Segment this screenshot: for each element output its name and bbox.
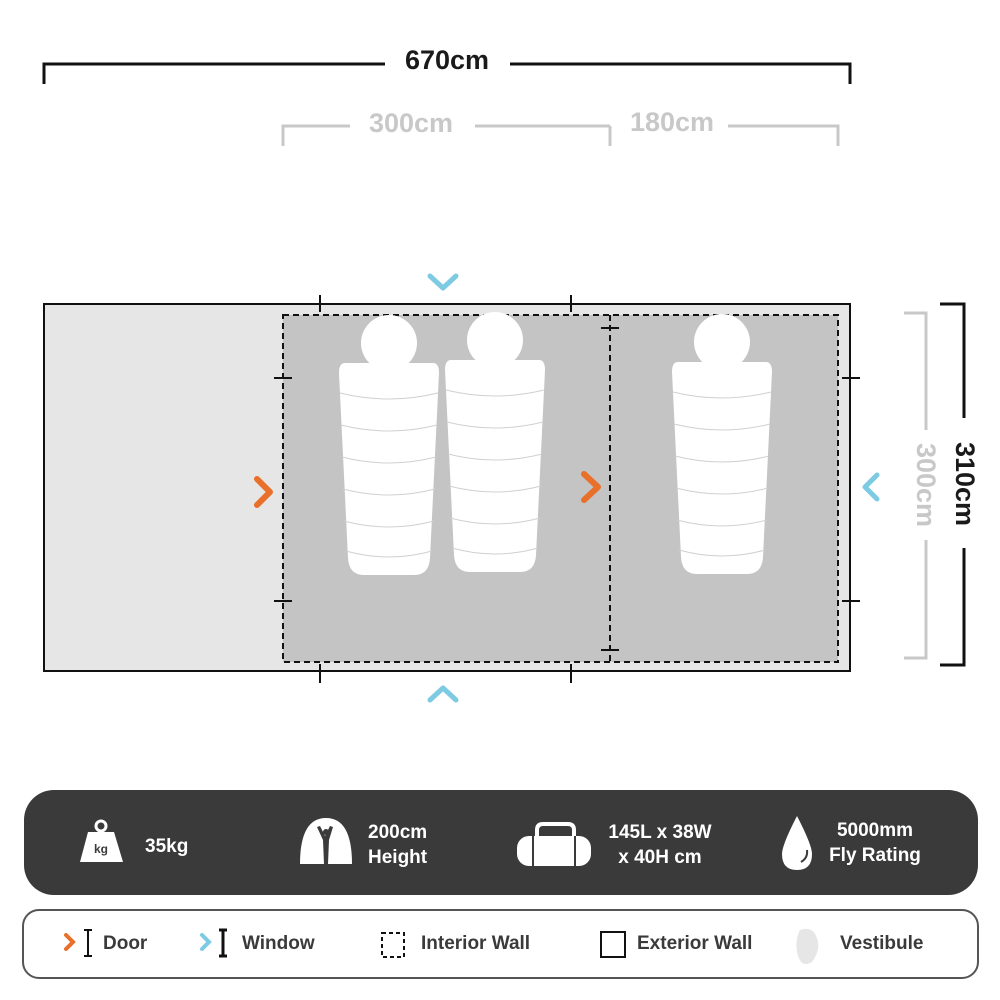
- door-icon: [64, 929, 92, 957]
- inner-width-label: 300cm: [911, 443, 941, 527]
- legend-door-label: Door: [103, 933, 148, 954]
- spec-height-label: Height: [368, 847, 428, 868]
- total-length-dimension: 670cm: [42, 45, 852, 84]
- inner-room-length-label: 300cm: [369, 108, 453, 138]
- room-length-dimensions: 300cm 180cm: [281, 107, 840, 146]
- spec-height-value: 200cm: [368, 822, 427, 843]
- door-inner-icon: [581, 471, 601, 503]
- total-length-label: 670cm: [405, 45, 489, 75]
- window-top-icon: [427, 273, 459, 291]
- legend-panel: [22, 909, 979, 979]
- tent-height-icon: [300, 818, 352, 864]
- spec-pack-size-line2: x 40H cm: [618, 847, 701, 868]
- legend-window-label: Window: [242, 933, 315, 954]
- opening-markers: [274, 295, 860, 683]
- carry-bag-icon: [517, 822, 591, 866]
- window-right-icon: [862, 472, 880, 502]
- weight-icon: kg: [80, 819, 123, 862]
- spec-fly-rating-value: 5000mm: [837, 820, 913, 841]
- spec-panel: [24, 790, 978, 895]
- legend-vestibule-label: Vestibule: [840, 933, 923, 954]
- spec-weight: 35kg: [145, 836, 188, 857]
- window-bottom-icon: [427, 685, 459, 703]
- interior-wall-icon: [381, 932, 405, 958]
- total-width-label: 310cm: [950, 442, 980, 526]
- legend-interior-wall-label: Interior Wall: [421, 933, 530, 954]
- side-room-length-label: 180cm: [630, 107, 714, 137]
- svg-text:kg: kg: [94, 842, 108, 856]
- window-icon: [200, 928, 227, 958]
- width-dimensions: 300cm 310cm: [904, 302, 980, 667]
- door-left-icon: [254, 476, 273, 508]
- spec-fly-rating-label: Fly Rating: [829, 845, 921, 866]
- water-drop-icon: [782, 816, 812, 870]
- vestibule-icon: [796, 928, 819, 964]
- legend-exterior-wall-label: Exterior Wall: [637, 933, 752, 954]
- exterior-wall-icon: [600, 931, 626, 958]
- spec-pack-size-line1: 145L x 38W: [608, 822, 711, 843]
